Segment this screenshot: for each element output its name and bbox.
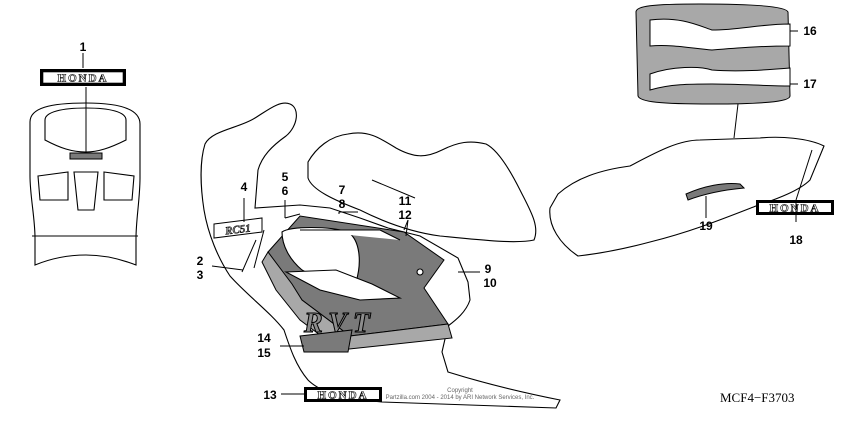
callout-17: 17 bbox=[803, 77, 817, 91]
figure-code: MCF4−F3703 bbox=[720, 390, 795, 405]
callout-13: 13 bbox=[263, 388, 277, 402]
honda-emblem-lower-text: HONDA bbox=[318, 390, 369, 402]
callout-15: 15 bbox=[257, 346, 271, 360]
honda-emblem-lower: HONDA bbox=[304, 387, 382, 402]
rc51-badge-text: RC51 bbox=[224, 222, 252, 237]
callout-16: 16 bbox=[803, 24, 817, 38]
callout-12: 12 bbox=[398, 208, 412, 222]
callout-18: 18 bbox=[789, 233, 803, 247]
callout-7: 7 bbox=[339, 183, 346, 197]
callout-10: 10 bbox=[483, 276, 497, 290]
callout-9: 9 bbox=[485, 262, 492, 276]
callout-2: 2 bbox=[197, 254, 204, 268]
callout-19: 19 bbox=[699, 219, 713, 233]
honda-emblem-front: HONDA bbox=[40, 69, 126, 86]
callout-8: 8 bbox=[339, 197, 346, 211]
callout-1: 1 bbox=[80, 40, 87, 54]
front-cowl bbox=[29, 87, 141, 266]
callout-6: 6 bbox=[282, 184, 289, 198]
rc51-badge: RC51 bbox=[213, 217, 263, 239]
rear-cowl-side: HONDA bbox=[549, 136, 834, 257]
upper-fairing-panel bbox=[307, 132, 537, 243]
callout-5: 5 bbox=[282, 170, 289, 184]
callout-3: 3 bbox=[197, 268, 204, 282]
honda-emblem-text: HONDA bbox=[58, 73, 109, 85]
honda-emblem-rear-text: HONDA bbox=[770, 203, 821, 215]
callout-4: 4 bbox=[241, 180, 248, 194]
callout-14: 14 bbox=[257, 331, 271, 345]
seat-cowl bbox=[635, 3, 791, 139]
honda-emblem-rear: HONDA bbox=[756, 200, 834, 215]
copyright-line1: Copyright bbox=[447, 388, 473, 394]
side-fairing: RVT RC51 bbox=[200, 102, 561, 409]
leader-lines bbox=[211, 30, 813, 395]
copyright-line2: Partzilla.com 2004 - 2014 by ARI Network… bbox=[386, 395, 535, 401]
callout-11: 11 bbox=[399, 194, 412, 208]
